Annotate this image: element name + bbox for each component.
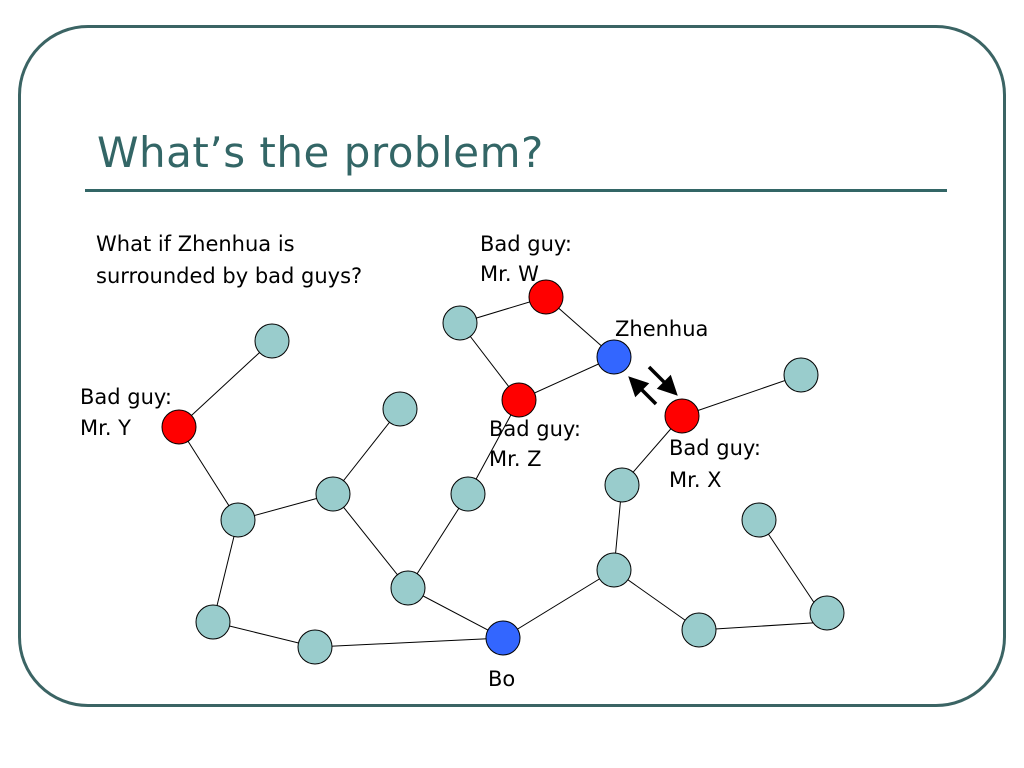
edge xyxy=(681,374,802,417)
arrow-toward-mr-x-head xyxy=(656,374,678,396)
edge xyxy=(407,493,469,589)
label-mr-w-line-2: Mr. W xyxy=(480,262,539,286)
intro-question: What if Zhenhua is surrounded by bad guy… xyxy=(96,228,362,292)
label-mr-z-line-1: Bad guy: xyxy=(489,417,581,441)
node xyxy=(450,476,486,512)
label-zhenhua: Zhenhua xyxy=(615,317,708,341)
edge xyxy=(314,637,504,648)
edge xyxy=(178,340,273,428)
title-divider xyxy=(85,189,947,192)
bo-node xyxy=(485,620,521,656)
label-mr-y-line-2: Mr. Y xyxy=(80,416,131,440)
node xyxy=(741,502,777,538)
label-mr-w-line-1: Bad guy: xyxy=(480,232,572,256)
edge xyxy=(212,621,316,648)
node xyxy=(681,612,717,648)
node xyxy=(596,552,632,588)
node xyxy=(442,305,478,341)
intro-line-2: surrounded by bad guys? xyxy=(96,264,363,288)
edge xyxy=(212,519,239,623)
arrow-toward-zhenhua-head xyxy=(628,376,650,398)
node xyxy=(297,629,333,665)
connection-arrows xyxy=(628,365,678,406)
node xyxy=(315,476,351,512)
node-labels: Bad guy: Mr. W Zhenhua Bad guy: Mr. Y Ba… xyxy=(80,232,761,691)
edge xyxy=(178,426,239,521)
edge xyxy=(698,621,828,631)
bad-guy-node-mr-z xyxy=(501,382,537,418)
node xyxy=(390,570,426,606)
zhenhua-node xyxy=(596,339,632,375)
label-mr-x-line-1: Bad guy: xyxy=(669,436,761,460)
slide-frame xyxy=(18,25,1006,707)
node xyxy=(382,391,418,427)
edge xyxy=(407,587,504,639)
node xyxy=(195,604,231,640)
bad-guy-node-mr-w xyxy=(528,279,564,315)
bad-guy-node-mr-x xyxy=(664,398,700,434)
intro-line-1: What if Zhenhua is xyxy=(96,232,295,256)
label-bo: Bo xyxy=(488,667,515,691)
node xyxy=(220,502,256,538)
slide-title: What’s the problem? xyxy=(97,128,544,177)
node xyxy=(809,595,845,631)
graph-nodes xyxy=(161,279,845,665)
label-mr-z-line-2: Mr. Z xyxy=(489,447,542,471)
edge xyxy=(332,493,409,589)
edge xyxy=(467,399,520,495)
node xyxy=(604,467,640,503)
bad-guy-node-mr-y xyxy=(161,409,197,445)
label-mr-y-line-1: Bad guy: xyxy=(80,385,172,409)
edge xyxy=(332,408,401,495)
node xyxy=(783,357,819,393)
label-mr-x-line-2: Mr. X xyxy=(669,468,722,492)
node xyxy=(254,323,290,359)
edge xyxy=(502,569,615,639)
